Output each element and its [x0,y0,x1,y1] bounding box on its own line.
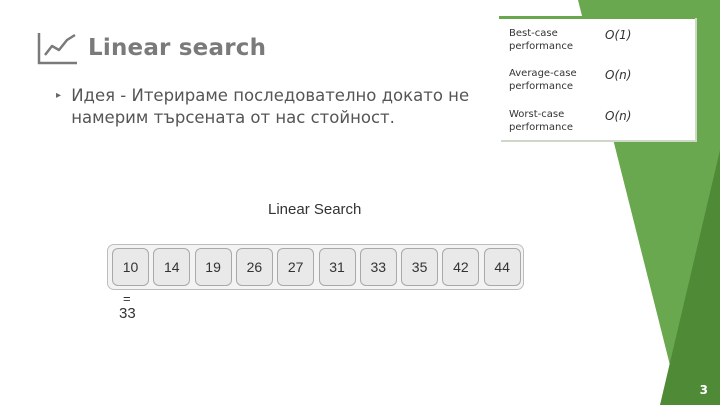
target-value: 33 [119,305,136,322]
performance-value: O(n) [605,68,632,82]
diagram-title: Linear Search [268,201,362,218]
performance-label: Worst-case performance [509,109,574,133]
array-cell: 26 [235,248,273,286]
bullet-point: ▸ Идея - Итерираме последователно докато… [56,85,496,129]
trend-line-chart-icon [37,33,77,65]
performance-value: O(1) [605,28,632,42]
array-cell: 33 [359,248,397,286]
performance-row-average: Average-case performance O(n) [509,67,689,93]
array-cell: 14 [153,248,191,286]
bullet-text: Идея - Итерираме последователно докато н… [71,86,470,127]
page-number: 3 [699,383,708,397]
performance-label: Average-case performance [509,68,577,92]
array-cell: 19 [194,248,232,286]
performance-row-worst: Worst-case performance O(n) [509,108,689,134]
array-cell: 27 [277,248,315,286]
array-cell: 44 [483,248,521,286]
title-row: Linear search [36,30,266,66]
performance-row-best: Best-case performance O(1) [509,27,689,53]
array-cell: 10 [112,248,149,286]
array-cell: 42 [442,248,480,286]
array-cell: 35 [401,248,439,286]
performance-value: O(n) [605,109,632,123]
performance-label: Best-case performance [509,28,574,52]
page-title: Linear search [88,35,267,61]
target-symbol: = [123,291,131,306]
bullet-marker-icon: ▸ [56,90,62,101]
performance-table: Best-case performance O(1) Average-case … [499,16,695,140]
array-cell: 31 [318,248,356,286]
